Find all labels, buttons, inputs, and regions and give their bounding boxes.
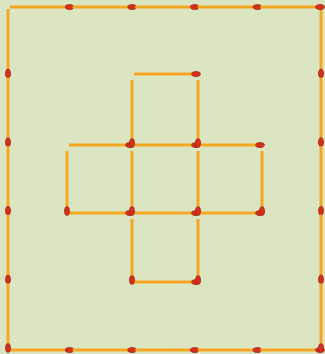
match-head <box>5 275 10 284</box>
match-head <box>64 207 69 216</box>
match-head <box>5 206 10 215</box>
match-head <box>259 207 264 216</box>
match-head <box>192 71 201 76</box>
match-head <box>195 139 200 148</box>
match-head <box>256 142 265 147</box>
match-head <box>195 207 200 216</box>
match-head <box>129 207 134 216</box>
match-head <box>129 276 134 285</box>
match-head <box>318 206 323 215</box>
match-head <box>318 275 323 284</box>
match-head <box>5 344 10 353</box>
match-head <box>318 138 323 147</box>
match-head <box>318 69 323 78</box>
match-head <box>318 344 323 353</box>
match-head <box>5 138 10 147</box>
match-head <box>5 69 10 78</box>
match-head <box>129 139 134 148</box>
match-head <box>316 4 325 9</box>
match-head <box>195 276 200 285</box>
